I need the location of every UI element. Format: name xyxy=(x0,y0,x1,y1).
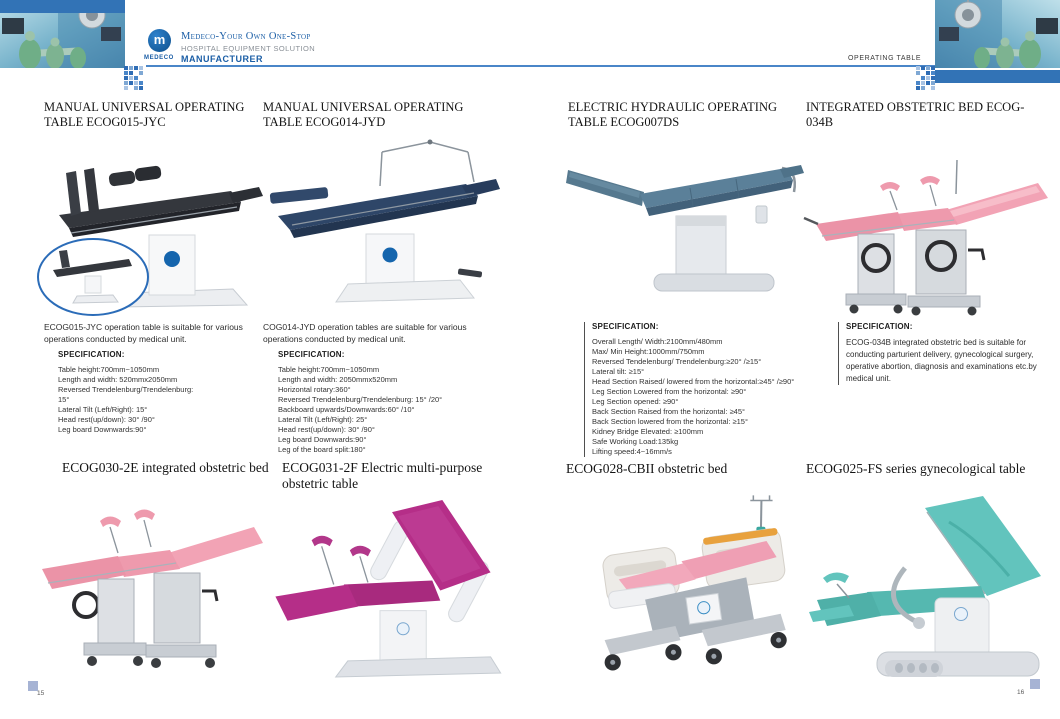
spec-line: Reversed Trendelenburg/Trendelenburg: xyxy=(58,385,194,394)
product-title-ecog-034b: INTEGRATED OBSTETRIC BED ECOG-034B xyxy=(806,100,1025,129)
spec-paragraph: ECOG-034B integrated obstetric bed is su… xyxy=(846,338,1037,383)
product-title-ecog007ds: ELECTRIC HYDRAULIC OPERATING TABLE ECOG0… xyxy=(568,100,778,129)
spec-line: Overall Length/ Width:2100mm/480mm xyxy=(592,337,723,346)
brand-tagline-line2: HOSPITAL EQUIPMENT SOLUTION xyxy=(181,44,316,53)
product-title-ecog031-2f: ECOG031-2F Electric multi-purpose obstet… xyxy=(282,460,483,491)
spec-heading: SPECIFICATION: xyxy=(592,322,659,331)
header-blue-bar-left xyxy=(0,0,125,13)
spec-line: Reversed Tendelenburg/ Trendelenburg:≥20… xyxy=(592,357,762,366)
brand-tagline-line1: Medeco-Your Own One-Stop xyxy=(181,31,311,42)
spec-block-ecog014-jyd: SPECIFICATION: Table height:700mm~1050mm… xyxy=(278,350,493,455)
spec-line: Lateral tilt: ≥15° xyxy=(592,367,645,376)
spec-line: Backboard upwards/Downwards:60° /10° xyxy=(278,405,415,414)
section-label: OPERATING TABLE xyxy=(848,55,922,62)
spec-line: Leg board Downwards:90° xyxy=(58,425,147,434)
pixel-mosaic-left xyxy=(124,66,146,90)
product-description-ecog015-jyc: ECOG015-JYC operation table is suitable … xyxy=(44,322,243,344)
product-title-ecog025-fs: ECOG025-FS series gynecological table xyxy=(806,461,1026,476)
product-title-ecog030-2e: ECOG030-2E integrated obstetric bed xyxy=(62,460,269,475)
spec-line: Leg board Downwards:90° xyxy=(278,435,367,444)
product-title-ecog015-jyc: MANUAL UNIVERSAL OPERATING TABLE ECOG015… xyxy=(44,100,245,129)
spec-line: Head rest(up/down): 30° /90° xyxy=(278,425,375,434)
product-image-ecog014-jyd xyxy=(262,122,504,320)
brand-tagline-line3: MANUFACTURER xyxy=(181,54,263,64)
spec-line: Lateral Tilt (Left/Right): 15° xyxy=(58,405,148,414)
footer-square-left xyxy=(28,681,38,691)
product-title-ecog028-cbii: ECOG028-CBII obstetric bed xyxy=(566,461,728,476)
spec-block-ecog007ds: SPECIFICATION: Overall Length/ Width:210… xyxy=(584,322,834,457)
spec-heading: SPECIFICATION: xyxy=(278,350,345,359)
pixel-mosaic-right xyxy=(913,66,935,90)
header-rule xyxy=(146,65,953,67)
spec-line: Max/ Min Height:1000mm/750mm xyxy=(592,347,705,356)
spec-line: 15° xyxy=(58,395,70,404)
spec-block-ecog015-jyc: SPECIFICATION: Table height:700mm~1050mm… xyxy=(58,350,268,435)
product-image-ecog-034b xyxy=(800,158,1050,316)
spec-heading: SPECIFICATION: xyxy=(58,350,125,359)
product-image-ecog028-cbii xyxy=(552,488,810,686)
operating-room-photo-right xyxy=(935,0,1060,68)
spec-line: Table height:700mm~1050mm xyxy=(58,365,160,374)
spec-line: Back Section Raised from the horizontal:… xyxy=(592,407,746,416)
medeco-logo-icon: m xyxy=(148,29,171,52)
spec-line: Table height:700mm~1050mm xyxy=(278,365,380,374)
page-number-left: 15 xyxy=(37,690,45,697)
medeco-logo-text: MEDECO xyxy=(144,55,174,61)
product-image-ecog030-2e xyxy=(30,490,265,682)
spec-line: Leg of the board split:180° xyxy=(278,445,366,454)
product-image-ecog025-fs xyxy=(808,492,1050,682)
spec-line: Lateral Tilt (Left/Right): 25° xyxy=(278,415,368,424)
product-image-ecog015-jyc xyxy=(33,155,263,320)
spec-heading: SPECIFICATION: xyxy=(846,322,913,331)
product-image-ecog007ds xyxy=(560,122,805,318)
spec-block-ecog-034b: SPECIFICATION: ECOG-034B integrated obst… xyxy=(838,322,1038,385)
spec-line: Back Section lowered from the horizontal… xyxy=(592,417,748,426)
spec-line: Reversed Trendelenburg/Trendelenburg: 15… xyxy=(278,395,443,404)
product-description-ecog014-jyd: COG014-JYD operation tables are suitable… xyxy=(263,322,467,344)
spec-line: Lifting speed:4~16mm/s xyxy=(592,447,672,456)
spec-line: Leg Section Lowered from the horizontal:… xyxy=(592,387,747,396)
footer-square-right xyxy=(1030,679,1040,689)
spec-line: Safe Working Load:135kg xyxy=(592,437,679,446)
spec-line: Kidney Bridge Elevated: ≥100mm xyxy=(592,427,704,436)
header-blue-bar-right xyxy=(935,70,1060,83)
spec-line: Head rest(up/down): 30° /90° xyxy=(58,415,155,424)
spec-line: Head Section Raised/ lowered from the ho… xyxy=(592,377,795,386)
spec-line: Length and width: 520mmx2050mm xyxy=(58,375,178,384)
spec-line: Length and width: 2050mmx520mm xyxy=(278,375,398,384)
product-image-ecog031-2f xyxy=(263,492,505,678)
product-title-ecog014-jyd: MANUAL UNIVERSAL OPERATING TABLE ECOG014… xyxy=(263,100,464,129)
spec-line: Leg Section opened: ≥90° xyxy=(592,397,679,406)
spec-line: Horizontal rotary:360° xyxy=(278,385,351,394)
page-number-right: 16 xyxy=(1017,689,1025,696)
